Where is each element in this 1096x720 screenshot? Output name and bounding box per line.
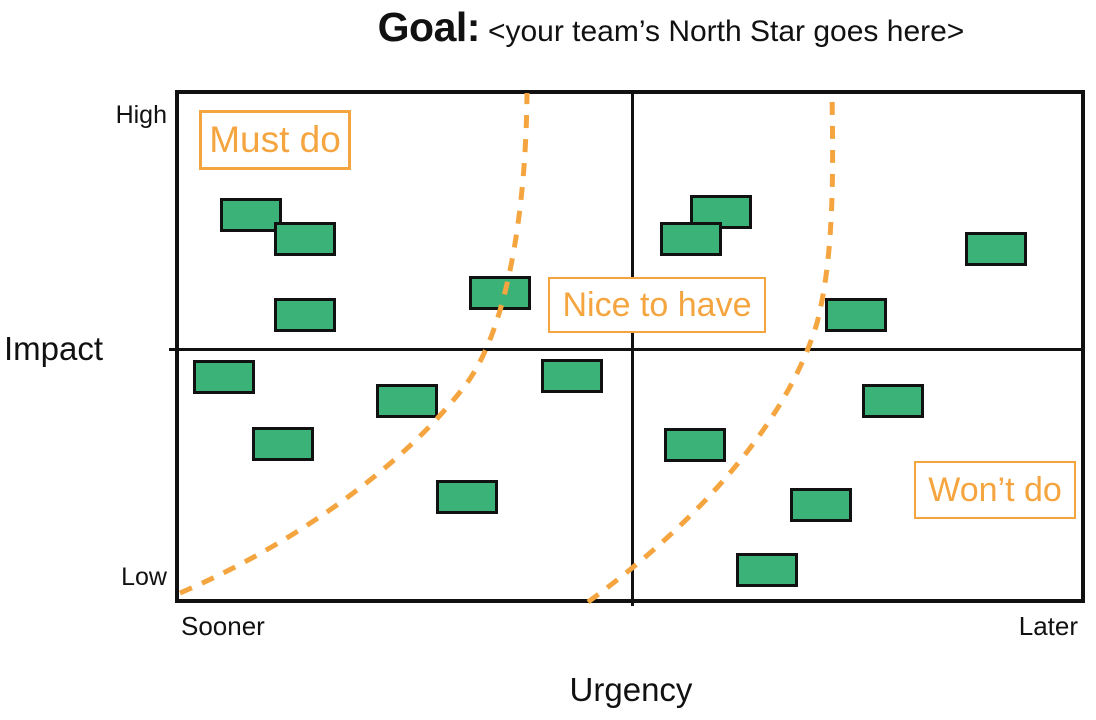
sticky-note-4[interactable] bbox=[469, 276, 531, 310]
sticky-note-17[interactable] bbox=[736, 553, 798, 587]
sticky-note-7[interactable] bbox=[965, 232, 1027, 266]
sticky-note-16[interactable] bbox=[790, 488, 852, 522]
sticky-note-11[interactable] bbox=[376, 384, 438, 418]
sticky-note-2[interactable] bbox=[274, 222, 336, 256]
page-title: Goal:<your team’s North Star goes here> bbox=[217, 4, 1096, 51]
horizontal-divider-line bbox=[169, 348, 1085, 351]
sticky-note-3[interactable] bbox=[274, 298, 336, 332]
sticky-note-14[interactable] bbox=[862, 384, 924, 418]
sticky-note-1[interactable] bbox=[220, 198, 282, 232]
goal-label: Goal: bbox=[377, 4, 481, 50]
sticky-note-9[interactable] bbox=[193, 360, 255, 394]
x-axis-title: Urgency bbox=[569, 671, 693, 708]
quadrant-label-wont-do: Won’t do bbox=[914, 461, 1076, 519]
quadrant-label-must-do: Must do bbox=[199, 110, 351, 170]
y-axis-title: Impact bbox=[4, 330, 104, 367]
sticky-note-6[interactable] bbox=[660, 222, 722, 256]
x-axis-sooner-label: Sooner bbox=[181, 611, 265, 641]
quadrant-label-nice-to-have: Nice to have bbox=[548, 277, 766, 333]
goal-placeholder: <your team’s North Star goes here> bbox=[487, 15, 965, 48]
y-axis-low-label: Low bbox=[121, 563, 167, 591]
sticky-note-13[interactable] bbox=[541, 359, 603, 393]
sticky-note-12[interactable] bbox=[436, 480, 498, 514]
sticky-note-15[interactable] bbox=[664, 428, 726, 462]
sticky-note-8[interactable] bbox=[825, 298, 887, 332]
y-axis-high-label: High bbox=[115, 101, 167, 129]
x-axis-later-label: Later bbox=[1018, 611, 1078, 641]
sticky-note-10[interactable] bbox=[252, 427, 314, 461]
